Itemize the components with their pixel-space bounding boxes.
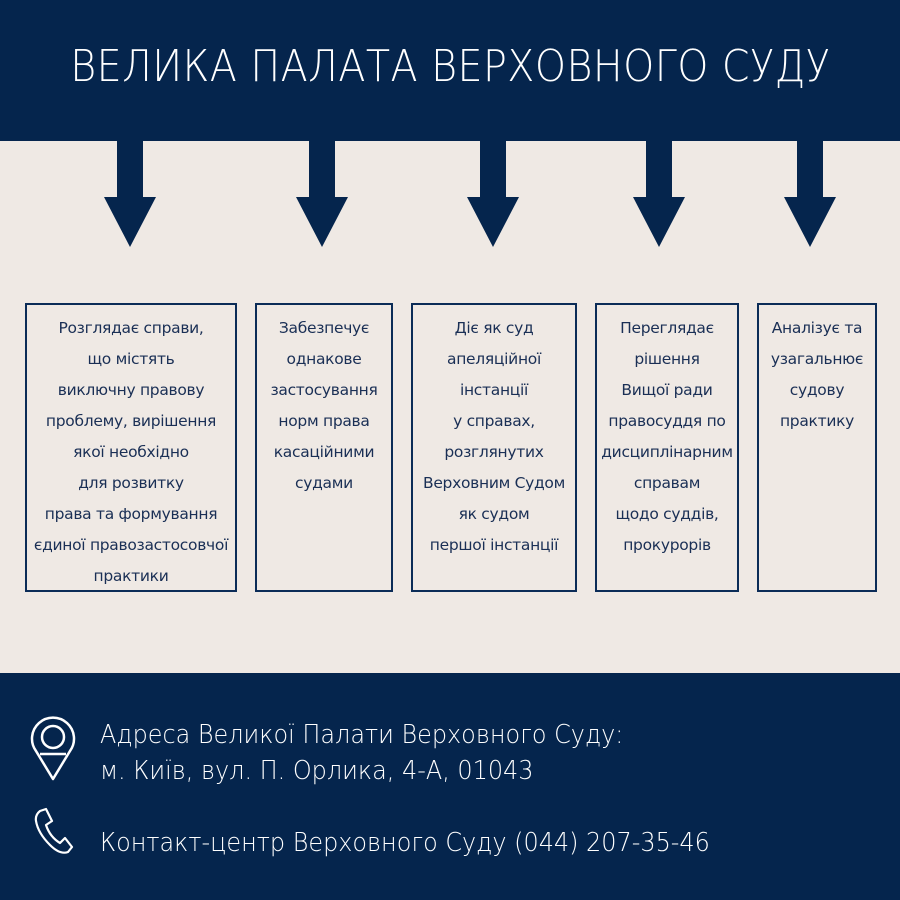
box-text-line: Аналізує та [771,319,863,337]
functions-area [0,141,900,673]
function-box-uniform-application: Забезпечує однакове застосування норм права… [255,303,393,592]
box-text-line: проблему, вирішення [45,412,217,430]
function-box-analyze-practice: Аналізує та узагальнює судову практику [757,303,877,592]
function-box-exclusive-legal-problem: Розглядає справи, що містять виключну прав… [25,303,237,592]
box-text-line: Верховним Судом [422,474,566,492]
box-text-line: судову [789,381,845,399]
header: ВЕЛИКА ПАЛАТА ВЕРХОВНОГО СУДУ [0,0,900,141]
box-text-line: застосування [270,381,378,399]
box-text-line: як судом [458,505,530,523]
box-text-line: Діє як суд [454,319,534,337]
box-text-line: норм права [278,412,370,430]
footer: Адреса Великої Палати Верховного Суду: м… [0,673,900,900]
box-text-line: розглянутих [444,443,544,461]
box-text-line: узагальнює [770,350,864,368]
box-text-line: практику [779,412,855,430]
function-box-appeal-instance: Діє як суд апеляційної інстанції у справах,… [411,303,577,592]
box-text-line: рішення [634,350,700,368]
down-arrow-icon [296,141,348,247]
box-text-line: першої інстанції [429,536,559,554]
contact-center-text: Контакт-центр Верховного Суду (044) 207-… [100,828,710,858]
box-text-line: що містять [87,350,175,368]
box-text-line: у справах, [453,412,535,430]
address-label: Адреса Великої Палати Верховного Суду: [100,720,624,750]
location-pin-icon [30,716,76,781]
box-text-line: щодо суддів, [615,505,719,523]
down-arrow-icon [467,141,519,247]
box-text-line: права та формування [44,505,218,523]
box-text-line: прокурорів [623,536,711,554]
phone-icon [34,807,74,854]
box-text-line: Вищої ради [621,381,713,399]
box-text-line: єдиної правозастосовчої [33,536,229,554]
box-text-line: якої необхідно [73,443,189,461]
box-text-line: судами [295,474,353,492]
box-text-line: Розглядає справи, [58,319,204,337]
down-arrow-icon [784,141,836,247]
box-text-line: правосуддя по [608,412,726,430]
box-text-line: дисциплінарним [601,443,733,461]
page-title: ВЕЛИКА ПАЛАТА ВЕРХОВНОГО СУДУ [69,41,831,92]
address-text: м. Київ, вул. П. Орлика, 4-А, 01043 [100,756,534,786]
box-text-line: виключну правову [57,381,205,399]
box-text-line: Забезпечує [278,319,370,337]
down-arrow-icon [633,141,685,247]
box-text-line: для розвитку [78,474,184,492]
box-text-line: апеляційної [447,350,541,368]
box-text-line: Переглядає [620,319,714,337]
box-text-line: практики [93,567,169,585]
box-text-line: однакове [286,350,362,368]
box-text-line: інстанції [459,381,529,399]
down-arrow-icon [104,141,156,247]
box-text-line: справам [633,474,701,492]
box-text-line: касаційними [273,443,375,461]
